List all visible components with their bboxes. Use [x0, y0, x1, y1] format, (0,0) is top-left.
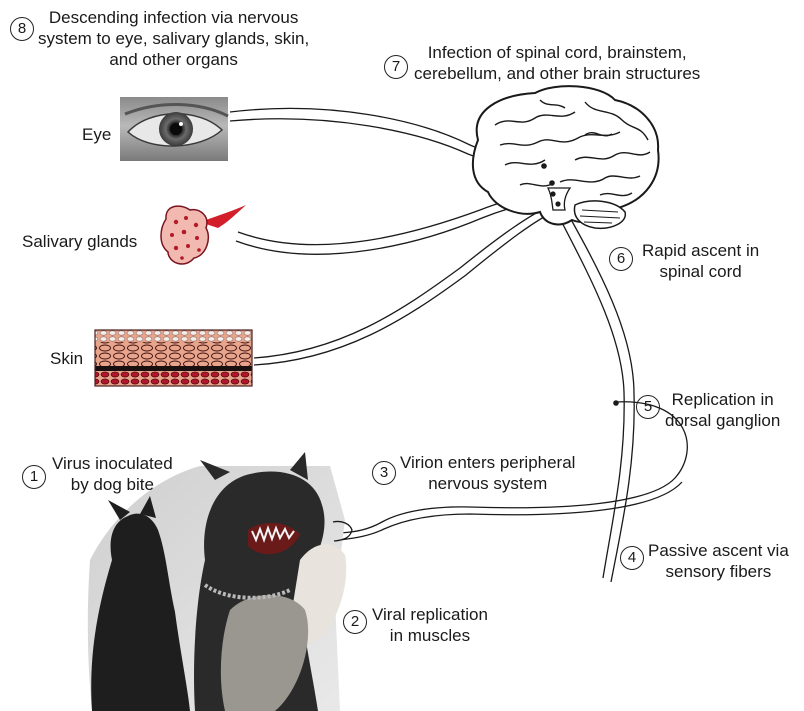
- step-2-line-1: Viral replication: [372, 604, 488, 625]
- step-number-6: 6: [609, 247, 633, 271]
- step-8-line-2: system to eye, salivary glands, skin,: [38, 28, 309, 49]
- step-7-line-2: cerebellum, and other brain structures: [414, 63, 700, 84]
- step-label-4: Passive ascent via sensory fibers: [648, 540, 789, 582]
- step-6-line-1: Rapid ascent in: [642, 240, 759, 261]
- step-4-line-2: sensory fibers: [648, 561, 789, 582]
- step-label-8: Descending infection via nervous system …: [38, 7, 309, 70]
- step-2-line-2: in muscles: [372, 625, 488, 646]
- step-5-line-1: Replication in: [665, 389, 780, 410]
- salivary-gland-illustration: [161, 205, 246, 264]
- step-label-2: Viral replication in muscles: [372, 604, 488, 646]
- step-8-line-1: Descending infection via nervous: [38, 7, 309, 28]
- dorsal-ganglion-dot: [613, 400, 619, 406]
- step-3-line-2: nervous system: [400, 473, 575, 494]
- step-1-line-1: Virus inoculated: [52, 453, 173, 474]
- organ-label-skin: Skin: [50, 348, 83, 369]
- organ-label-salivary-glands: Salivary glands: [22, 231, 137, 252]
- step-number-7: 7: [384, 55, 408, 79]
- step-label-1: Virus inoculated by dog bite: [52, 453, 173, 495]
- step-number-4: 4: [620, 546, 644, 570]
- step-5-line-2: dorsal ganglion: [665, 410, 780, 431]
- organ-label-eye: Eye: [82, 124, 111, 145]
- step-label-3: Virion enters peripheral nervous system: [400, 452, 575, 494]
- step-number-1: 1: [22, 465, 46, 489]
- eye-photo: [120, 97, 228, 161]
- step-label-5: Replication in dorsal ganglion: [665, 389, 780, 431]
- step-label-7: Infection of spinal cord, brainstem, cer…: [414, 42, 700, 84]
- step-number-8: 8: [10, 17, 34, 41]
- step-7-line-1: Infection of spinal cord, brainstem,: [414, 42, 700, 63]
- step-4-line-1: Passive ascent via: [648, 540, 789, 561]
- step-3-line-1: Virion enters peripheral: [400, 452, 575, 473]
- step-1-line-2: by dog bite: [52, 474, 173, 495]
- brain-illustration: [473, 86, 659, 228]
- step-number-2: 2: [343, 610, 367, 634]
- skin-layers-illustration: [95, 330, 252, 386]
- step-number-3: 3: [372, 461, 396, 485]
- step-number-5: 5: [636, 395, 660, 419]
- step-6-line-2: spinal cord: [642, 261, 759, 282]
- step-8-line-3: and other organs: [38, 49, 309, 70]
- step-label-6: Rapid ascent in spinal cord: [642, 240, 759, 282]
